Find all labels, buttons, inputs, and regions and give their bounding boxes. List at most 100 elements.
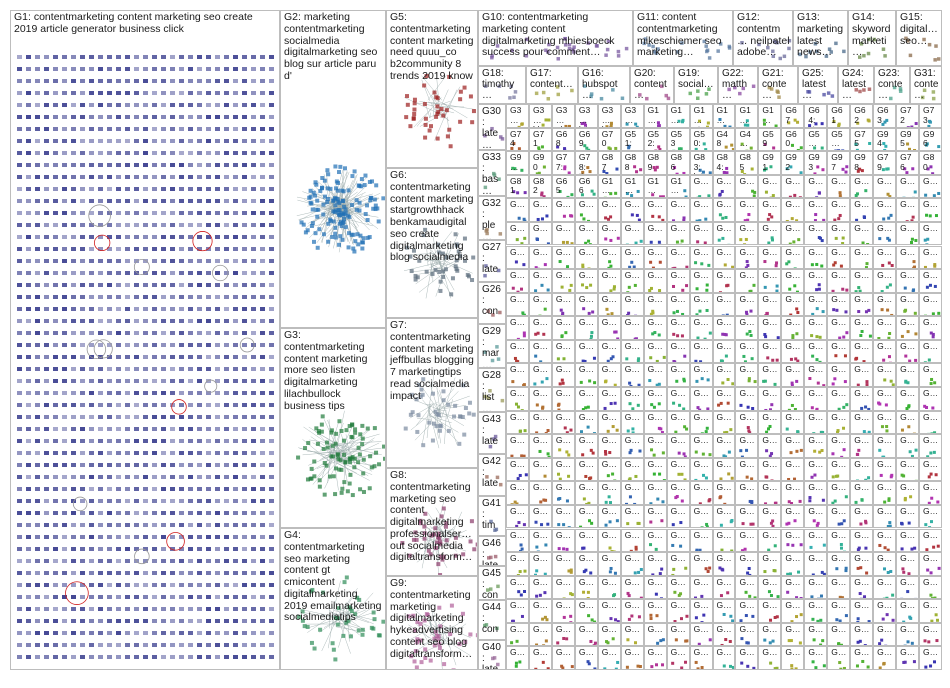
small-group-cell[interactable]: G1… co…	[712, 104, 736, 128]
small-group-cell[interactable]: G4… gre…	[735, 127, 759, 152]
small-group-cell[interactable]: G…	[643, 221, 667, 246]
small-group-cell[interactable]: G…	[804, 410, 828, 435]
small-group-cell[interactable]: G…	[620, 245, 644, 270]
small-group-cell[interactable]: G…	[919, 292, 942, 317]
small-group-cell[interactable]: G80	[919, 151, 942, 175]
group-g8[interactable]: G8: contentmarketing marketing seo conte…	[386, 468, 478, 576]
small-group-cell[interactable]: G…	[574, 269, 598, 293]
group-g1[interactable]: G1: contentmarketing content marketing s…	[10, 10, 280, 670]
small-group-cell[interactable]: G…	[804, 504, 828, 529]
small-group-cell[interactable]: G…	[735, 245, 759, 270]
small-group-cell[interactable]: G59 fai…	[758, 127, 782, 152]
small-group-cell[interactable]: G…	[873, 292, 897, 317]
small-group-cell[interactable]: G…	[620, 292, 644, 317]
small-group-cell[interactable]: G…	[804, 221, 828, 246]
small-group-cell[interactable]: G…	[850, 339, 874, 364]
small-group-cell[interactable]: G…	[551, 245, 575, 270]
small-group-cell[interactable]: G…	[850, 457, 874, 482]
small-group-cell[interactable]: G…	[528, 198, 552, 222]
small-group-cell[interactable]: G…	[781, 387, 805, 411]
small-group-cell[interactable]: G91	[758, 151, 782, 175]
small-group-cell[interactable]: G…	[528, 410, 552, 435]
small-group-cell[interactable]: G…	[735, 198, 759, 222]
small-group-cell[interactable]: G…	[896, 363, 920, 387]
small-group-cell[interactable]: G…	[551, 457, 575, 482]
small-group-cell[interactable]: G…	[666, 292, 690, 317]
small-group-cell[interactable]: G78: tim…	[574, 151, 598, 175]
small-group-cell[interactable]: G…	[643, 363, 667, 387]
small-group-cell[interactable]: G…	[758, 245, 782, 270]
small-group-cell[interactable]: G…	[666, 552, 690, 576]
small-group-cell[interactable]: G…	[551, 552, 575, 576]
small-group-cell[interactable]: G…	[574, 481, 598, 505]
small-group-cell[interactable]: G71	[528, 127, 552, 152]
small-group-cell[interactable]: G…	[804, 363, 828, 387]
small-group-cell[interactable]: G…	[712, 174, 736, 199]
small-group-cell[interactable]: G…	[506, 387, 529, 411]
small-group-cell[interactable]: G79	[873, 151, 897, 175]
small-group-cell[interactable]: G…	[873, 198, 897, 222]
small-group-cell[interactable]: G…	[827, 198, 851, 222]
small-group-cell[interactable]: G3… late… mel…	[574, 104, 598, 128]
small-group-cell[interactable]: G…	[873, 174, 897, 199]
small-group-cell[interactable]: G…	[689, 528, 713, 553]
group-g17[interactable]: G17: content…	[526, 66, 578, 104]
small-group-cell[interactable]: G…	[827, 434, 851, 458]
small-group-cell[interactable]: G…	[781, 269, 805, 293]
small-group-cell[interactable]: G…	[827, 528, 851, 553]
small-group-cell[interactable]: G…	[919, 174, 942, 199]
small-group-cell[interactable]: G…	[896, 198, 920, 222]
small-group-cell[interactable]: G…	[551, 387, 575, 411]
small-group-cell[interactable]: G…	[712, 552, 736, 576]
small-group-cell[interactable]: G…	[689, 339, 713, 364]
small-group-cell[interactable]: G…	[873, 245, 897, 270]
small-group-cell[interactable]: G…	[827, 174, 851, 199]
small-group-cell[interactable]: G…	[506, 339, 529, 364]
small-group-cell[interactable]: G…	[712, 481, 736, 505]
small-group-cell[interactable]: G…	[735, 434, 759, 458]
small-group-cell[interactable]: G77: cop…	[551, 151, 575, 175]
small-group-cell[interactable]: G…	[781, 528, 805, 553]
small-group-cell[interactable]: G…	[804, 457, 828, 482]
small-group-cell[interactable]: G…	[712, 410, 736, 435]
small-group-cell[interactable]: G…	[896, 528, 920, 553]
small-group-cell[interactable]: G…	[804, 552, 828, 576]
small-group-cell[interactable]: G1… lat…	[643, 174, 667, 199]
small-group-cell[interactable]: G…	[528, 434, 552, 458]
small-group-cell[interactable]: G96	[919, 127, 942, 152]
group-g40[interactable]: G40: late…	[478, 640, 506, 670]
small-group-cell[interactable]: G…	[919, 528, 942, 553]
small-group-cell[interactable]: G…	[643, 528, 667, 553]
small-group-cell[interactable]: G…	[873, 410, 897, 435]
small-group-cell[interactable]: G…	[712, 292, 736, 317]
small-group-cell[interactable]: G…	[896, 221, 920, 246]
small-group-cell[interactable]: G…	[896, 292, 920, 317]
small-group-cell[interactable]: G…	[528, 504, 552, 529]
small-group-cell[interactable]: G…	[804, 269, 828, 293]
small-group-cell[interactable]: G…	[781, 481, 805, 505]
small-group-cell[interactable]: G…	[896, 174, 920, 199]
small-group-cell[interactable]: G…	[689, 292, 713, 317]
small-group-cell[interactable]: G…	[574, 198, 598, 222]
small-group-cell[interactable]: G…	[758, 221, 782, 246]
small-group-cell[interactable]: G…	[827, 552, 851, 576]
small-group-cell[interactable]: G…	[643, 552, 667, 576]
small-group-cell[interactable]: G…	[873, 363, 897, 387]
small-group-cell[interactable]: G…	[712, 387, 736, 411]
small-group-cell[interactable]: G…	[919, 363, 942, 387]
small-group-cell[interactable]: G…	[712, 269, 736, 293]
small-group-cell[interactable]: G…	[506, 245, 529, 270]
group-g22[interactable]: G22: matth…	[718, 66, 758, 104]
small-group-cell[interactable]: G…	[758, 504, 782, 529]
small-group-cell[interactable]: G…	[781, 363, 805, 387]
small-group-cell[interactable]: G…	[506, 269, 529, 293]
group-g25[interactable]: G25: latest…	[798, 66, 838, 104]
small-group-cell[interactable]: G1… bra…	[597, 174, 621, 199]
small-group-cell[interactable]: G…	[781, 221, 805, 246]
small-group-cell[interactable]: G66	[574, 174, 598, 199]
small-group-cell[interactable]: G…	[666, 245, 690, 270]
small-group-cell[interactable]: G…	[620, 339, 644, 364]
small-group-cell[interactable]: G…	[551, 292, 575, 317]
group-g4[interactable]: G4: contentmarketing seo marketing conte…	[280, 528, 386, 670]
small-group-cell[interactable]: G1… lat…	[620, 174, 644, 199]
